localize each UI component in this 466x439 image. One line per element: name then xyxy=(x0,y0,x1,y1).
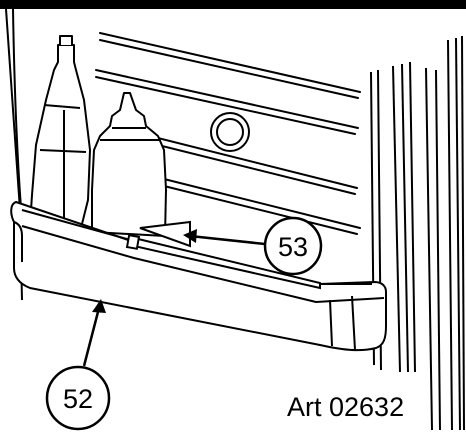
round-emblem xyxy=(210,112,250,152)
callout-53-arrowhead xyxy=(183,229,197,243)
callout-53-circle xyxy=(263,216,323,276)
callout-53-label: 53 xyxy=(278,232,308,262)
retaining-bar xyxy=(125,220,321,290)
callout-52-leader xyxy=(82,307,101,367)
callout-52-arrowhead xyxy=(92,299,106,313)
art-number: Art 02632 xyxy=(287,392,405,422)
door-right-edge xyxy=(370,35,465,431)
callout-52-label: 52 xyxy=(63,384,93,414)
tall-bottle xyxy=(29,35,91,233)
callout-53: 53 xyxy=(183,216,323,276)
nozzle-bottle xyxy=(91,92,167,237)
door-bin xyxy=(10,201,387,352)
callout-53-leader xyxy=(189,234,266,246)
callout-52-circle xyxy=(45,365,111,431)
top-band xyxy=(0,0,466,9)
callout-52: 52 xyxy=(45,299,111,431)
shelf-rails xyxy=(95,32,361,235)
